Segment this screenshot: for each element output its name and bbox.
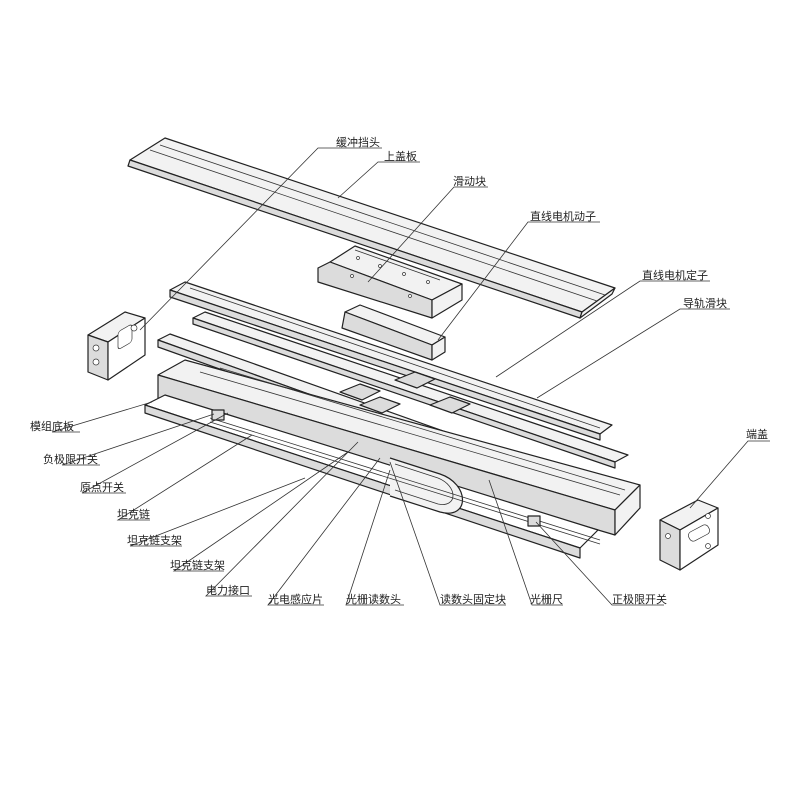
label-motor-stator: 直线电机定子	[642, 268, 708, 282]
label-drag-chain: 坦克链	[117, 507, 150, 521]
buffer-stop-left	[87, 311, 146, 381]
label-power-port: 电力接口	[206, 584, 250, 597]
label-grating-scale: 光栅尺	[530, 592, 563, 606]
label-neg-limit: 负极限开关	[43, 452, 98, 466]
label-grating-head: 光栅读数头	[346, 592, 401, 606]
label-module-base: 模组底板	[30, 419, 74, 433]
labels: 缓冲挡头 上盖板 滑动块 直线电机动子 直线电机定子 导轨滑块 模组底板 负极限…	[30, 135, 768, 606]
label-pos-limit: 正极限开关	[612, 592, 667, 606]
label-photo-sensor: 光电感应片	[268, 592, 323, 606]
label-chain-bracket-2: 坦克链支架	[170, 558, 225, 572]
label-end-cap: 端盖	[746, 427, 768, 441]
top-cover-plate	[127, 137, 616, 319]
label-motor-mover: 直线电机动子	[530, 209, 596, 223]
end-cap-right	[659, 499, 719, 571]
label-head-mount: 读数头固定块	[440, 592, 506, 606]
slider-block	[317, 245, 463, 319]
label-rail-slider: 导轨滑块	[683, 296, 727, 310]
label-origin-switch: 原点开关	[80, 480, 124, 494]
leader-lines	[51, 147, 770, 606]
guide-rail-upper	[192, 311, 629, 469]
rail-slider-blocks	[339, 371, 471, 414]
label-buffer-stop: 缓冲挡头	[336, 135, 380, 149]
label-top-cover: 上盖板	[384, 149, 417, 163]
motor-stator	[169, 281, 613, 441]
label-chain-bracket-1: 坦克链支架	[127, 533, 182, 547]
motor-mover	[341, 304, 446, 361]
label-slider-block: 滑动块	[453, 175, 486, 188]
limit-switch-pos	[527, 515, 541, 527]
